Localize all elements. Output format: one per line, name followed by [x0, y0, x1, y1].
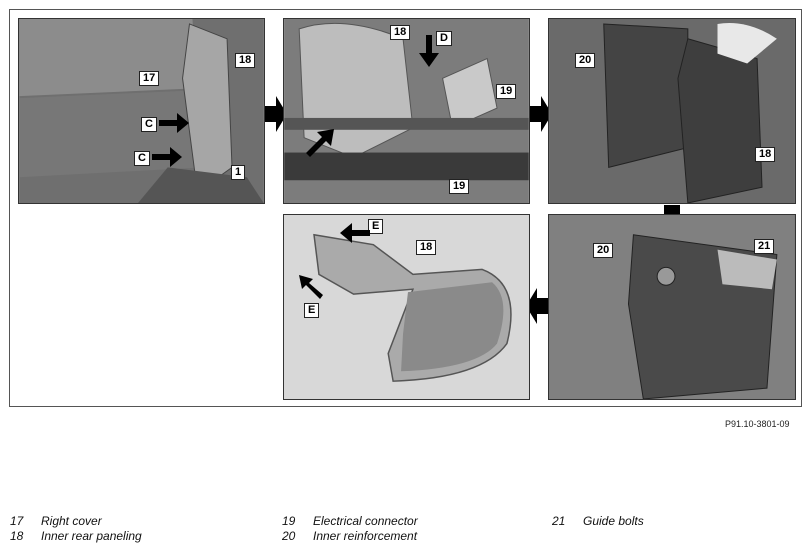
paneling-part-illustration [284, 215, 529, 399]
legend-text: Right cover [41, 514, 102, 528]
arrow-right-icon [265, 96, 287, 132]
callout-label: C [141, 117, 157, 132]
callout-label: 18 [390, 25, 411, 40]
callout-label: 18 [235, 53, 256, 68]
callout-label: 19 [449, 179, 470, 194]
figure-frame [9, 9, 802, 407]
arrow-icon [159, 113, 189, 133]
figure-reference: P91.10-3801-09 [725, 419, 790, 429]
legend-text: Inner reinforcement [313, 529, 418, 543]
photo-panel-3: 20 18 [548, 18, 796, 204]
legend-text: Inner rear paneling [41, 529, 142, 543]
legend-number: 21 [552, 514, 566, 528]
callout-label: E [304, 303, 320, 318]
seat-cover-illustration [19, 19, 264, 203]
callout-label: 20 [575, 53, 596, 68]
callout-label: C [134, 151, 150, 166]
photo-panel-5: 20 21 [548, 214, 796, 400]
callout-label: 20 [593, 243, 614, 258]
arrow-icon [152, 147, 182, 167]
legend-item: 20 Inner reinforcement [282, 529, 417, 543]
legend-item: 19 Electrical connector [282, 514, 418, 528]
callout-label: 17 [139, 71, 160, 86]
seat-connector-illustration [284, 19, 529, 203]
guide-bolts-illustration [549, 215, 795, 399]
legend-number: 17 [10, 514, 24, 528]
arrow-left-icon [526, 288, 548, 324]
legend-text: Guide bolts [583, 514, 644, 528]
photo-panel-2: 18 D 19 19 [283, 18, 530, 204]
photo-panel-4: E 18 E [283, 214, 530, 400]
legend-number: 18 [10, 529, 24, 543]
arrow-icon [340, 223, 370, 243]
legend-text: Electrical connector [313, 514, 418, 528]
callout-label: 19 [496, 84, 517, 99]
arrow-right-icon [530, 96, 552, 132]
arrow-icon [419, 35, 439, 67]
legend-number: 20 [282, 529, 296, 543]
legend-item: 17 Right cover [10, 514, 102, 528]
legend-item: 18 Inner rear paneling [10, 529, 142, 543]
callout-label: 18 [755, 147, 776, 162]
photo-panel-1: 17 18 C C 1 [18, 18, 265, 204]
legend-item: 21 Guide bolts [552, 514, 644, 528]
legend-number: 19 [282, 514, 296, 528]
reinforcement-removal-illustration [549, 19, 795, 203]
callout-label: D [436, 31, 452, 46]
arrow-icon [299, 275, 323, 299]
callout-label: 21 [754, 239, 775, 254]
callout-label: E [368, 219, 384, 234]
callout-label: 18 [416, 240, 437, 255]
callout-label: 1 [231, 165, 246, 180]
arrow-icon [306, 129, 334, 157]
